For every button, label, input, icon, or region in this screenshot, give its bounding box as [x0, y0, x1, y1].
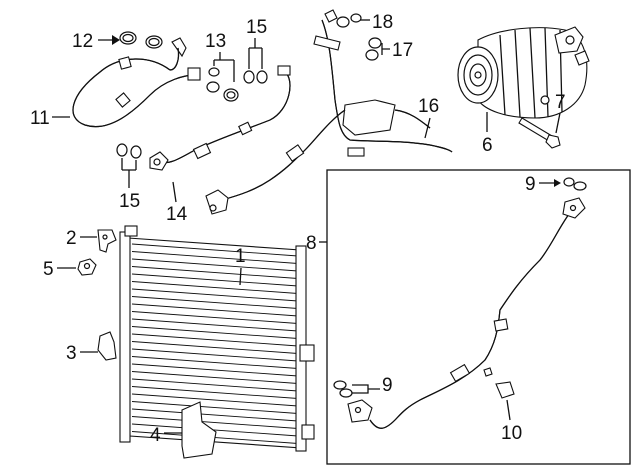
o-rings-9-top[interactable]	[563, 177, 587, 191]
condenser-fin	[131, 348, 299, 362]
callout-8: 8	[306, 233, 327, 254]
o-ring-12[interactable]	[119, 31, 163, 49]
callout-13: 13	[205, 31, 235, 82]
svg-text:11: 11	[30, 108, 50, 129]
svg-text:15: 15	[119, 191, 140, 212]
svg-text:5: 5	[43, 259, 54, 280]
callout-1: 1	[235, 246, 246, 286]
svg-text:7: 7	[555, 92, 566, 113]
callout-4: 4	[150, 425, 182, 446]
callout-5: 5	[43, 259, 76, 280]
condenser-fin	[131, 416, 299, 429]
callout-9-bottom: 9	[352, 375, 393, 396]
condenser-fin	[131, 326, 299, 339]
o-rings-17[interactable]	[365, 37, 382, 61]
condenser-fin	[131, 303, 299, 317]
bracket-part-4[interactable]	[181, 401, 217, 459]
o-ring-18[interactable]	[336, 13, 362, 28]
condenser-fin	[131, 296, 299, 309]
svg-text:8: 8	[306, 233, 317, 254]
svg-text:3: 3	[66, 343, 77, 364]
o-rings-15-bottom[interactable]	[116, 143, 142, 159]
svg-text:2: 2	[66, 228, 77, 249]
condenser-fin	[131, 393, 299, 407]
part-8-group-box	[326, 169, 631, 465]
callout-15-top: 15	[246, 17, 267, 69]
callout-11: 11	[30, 108, 70, 129]
svg-text:9: 9	[382, 375, 393, 396]
condenser-fin	[131, 243, 299, 257]
callout-9-top: 9	[525, 174, 561, 195]
svg-text:17: 17	[392, 40, 413, 61]
callout-17: 17	[381, 40, 413, 61]
callout-16: 16	[418, 96, 439, 139]
condenser-fin	[131, 333, 299, 347]
svg-text:6: 6	[482, 135, 493, 156]
condenser-fin	[131, 371, 299, 384]
condenser-fin	[131, 408, 299, 422]
callout-7: 7	[555, 92, 566, 134]
callout-12: 12	[72, 31, 120, 52]
compressor-part-6[interactable]	[457, 26, 590, 119]
callout-3: 3	[66, 343, 98, 364]
condenser-fin	[131, 423, 299, 437]
svg-text:12: 12	[72, 31, 93, 52]
hose-part-14[interactable]	[149, 65, 291, 171]
callout-18: 18	[360, 12, 393, 33]
condenser-fin	[131, 258, 299, 272]
svg-text:10: 10	[501, 423, 522, 444]
bracket-part-3[interactable]	[97, 331, 117, 361]
o-rings-13[interactable]	[206, 67, 239, 102]
condenser-fin	[131, 311, 299, 324]
bolt-part-7[interactable]	[518, 117, 561, 149]
hose-part-16[interactable]	[205, 9, 453, 215]
callout-10: 10	[501, 399, 522, 444]
callout-6: 6	[482, 112, 493, 156]
condenser-fin	[131, 273, 299, 287]
svg-text:4: 4	[150, 425, 161, 446]
condenser-fin	[131, 363, 299, 377]
o-rings-15-top[interactable]	[243, 70, 268, 84]
bushing-part-5[interactable]	[77, 258, 97, 276]
svg-text:1: 1	[235, 246, 246, 267]
condenser-fin	[131, 318, 299, 332]
valve-part-10[interactable]	[483, 367, 515, 399]
o-rings-9-bottom[interactable]	[333, 380, 353, 398]
condenser-fin	[131, 401, 299, 414]
svg-text:16: 16	[418, 96, 439, 117]
hose-part-11[interactable]	[72, 37, 201, 128]
condenser-fin	[131, 378, 299, 392]
svg-text:18: 18	[372, 12, 393, 33]
callout-2: 2	[66, 228, 97, 249]
condenser-fin	[131, 251, 299, 264]
condenser-fin	[131, 281, 299, 294]
hose-part-8[interactable]	[347, 197, 586, 429]
condenser-fins	[131, 243, 299, 444]
condenser-fin	[131, 266, 299, 279]
condenser-fin	[131, 386, 299, 399]
condenser-part-1[interactable]	[119, 225, 315, 452]
svg-text:15: 15	[246, 17, 267, 38]
bracket-part-2[interactable]	[97, 229, 117, 253]
svg-text:14: 14	[166, 204, 188, 225]
callout-14: 14	[166, 181, 188, 225]
svg-text:9: 9	[525, 174, 536, 195]
condenser-fin	[131, 356, 299, 369]
condenser-fin	[131, 288, 299, 302]
callout-15-bottom: 15	[119, 158, 140, 212]
svg-text:13: 13	[205, 31, 226, 52]
condenser-fin	[131, 341, 299, 354]
